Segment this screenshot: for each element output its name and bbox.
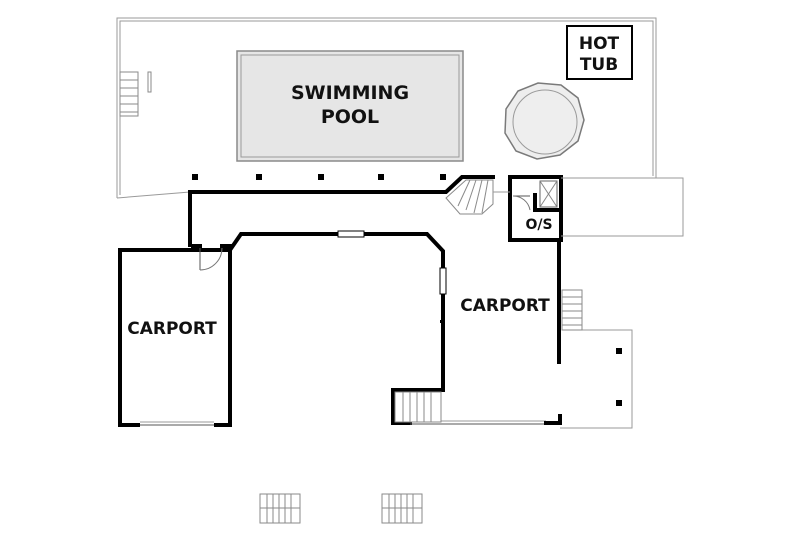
patio	[560, 329, 633, 429]
house-walls	[188, 175, 495, 425]
carport-right-label: CARPORT	[460, 296, 550, 316]
door-swing-icon	[199, 247, 223, 271]
hottub-label-line2: TUB	[580, 55, 618, 75]
hot-tub: HOT TUB	[504, 25, 633, 160]
outside-storage: O/S	[508, 175, 563, 242]
stairs-icon	[394, 391, 442, 423]
stairs-icon	[445, 179, 494, 215]
hot-tub-icon	[504, 82, 585, 160]
side-deck	[561, 177, 684, 237]
post-icon	[192, 174, 446, 180]
pool-label-line1: SWIMMING	[291, 82, 409, 104]
storage-label: O/S	[525, 217, 552, 233]
stairs-icon	[259, 493, 301, 524]
pool-label-line2: POOL	[321, 106, 379, 128]
hottub-label-line1: HOT	[579, 34, 620, 54]
stairs-icon	[119, 71, 139, 117]
stairs-icon	[561, 289, 583, 331]
swimming-pool: SWIMMING POOL	[236, 50, 464, 162]
rail-mark	[147, 71, 152, 93]
carport-left: CARPORT	[118, 248, 232, 427]
carport-left-label: CARPORT	[127, 319, 217, 339]
window-marks	[254, 230, 447, 323]
stairs-icon	[381, 493, 423, 524]
carport-right: CARPORT	[391, 238, 562, 425]
